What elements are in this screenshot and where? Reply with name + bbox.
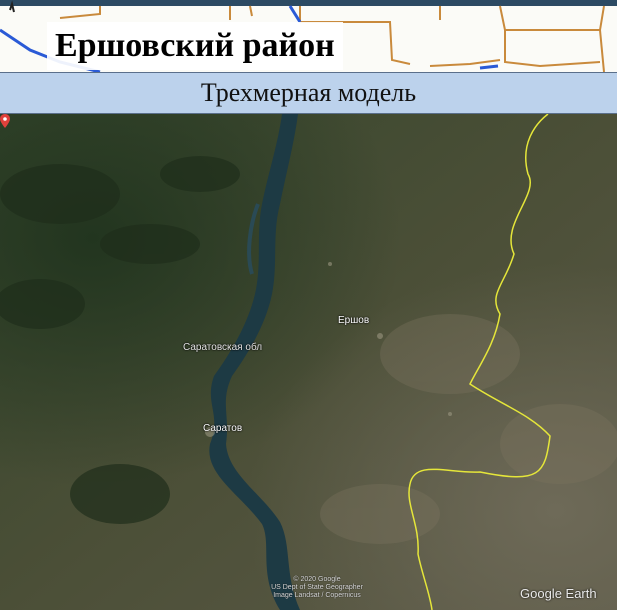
subtitle-bar: Трехмерная модель (0, 72, 617, 114)
map-pin-icon[interactable] (0, 114, 10, 128)
satellite-map[interactable]: Ершов Саратовская обл Саратов © 2020 Goo… (0, 114, 617, 610)
copyright-line: Image Landsat / Copernicus (273, 592, 361, 599)
page-title: Ершовский район (55, 27, 335, 64)
top-map-strip: Ершовский район (0, 0, 617, 72)
google-earth-watermark: Google Earth (520, 586, 597, 601)
satellite-terrain (0, 114, 617, 610)
copyright-line: US Dept of State Geographer (271, 584, 363, 591)
map-copyright: © 2020 Google US Dept of State Geographe… (262, 576, 372, 600)
copyright-line: © 2020 Google (293, 576, 341, 583)
map-label-ershov[interactable]: Ершов (338, 315, 370, 326)
subtitle-text: Трехмерная модель (200, 78, 417, 107)
title-box: Ершовский район (47, 22, 343, 70)
map-label-saratov[interactable]: Саратов (203, 423, 243, 434)
map-label-region[interactable]: Саратовская обл (183, 342, 263, 353)
